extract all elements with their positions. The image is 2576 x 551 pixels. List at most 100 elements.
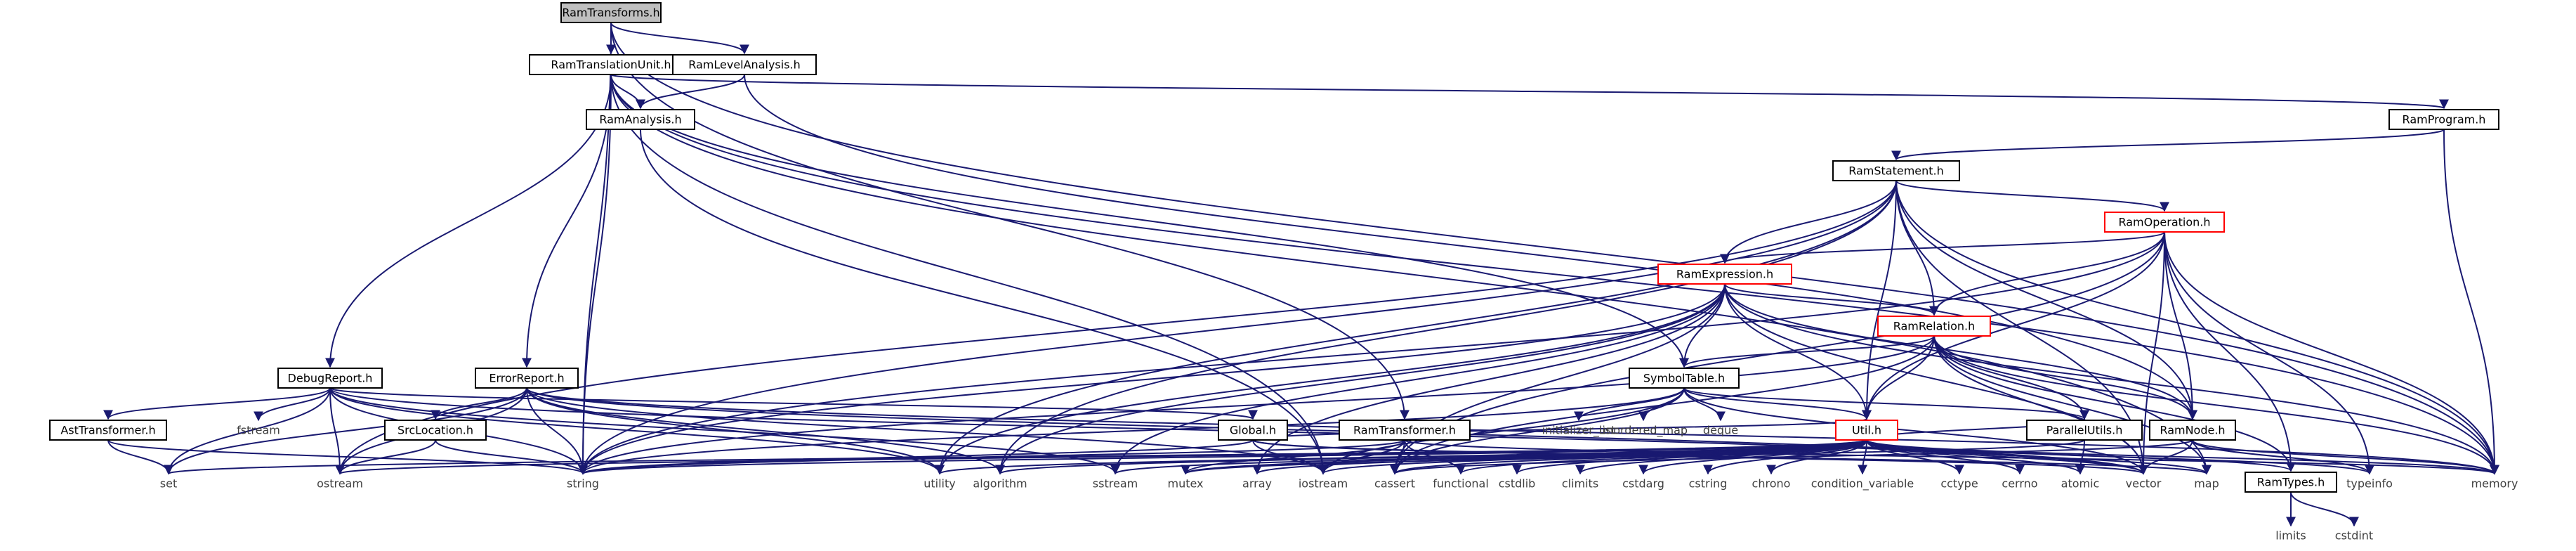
edge-ramtranslationunit-to-iostream	[610, 74, 1328, 475]
file-node-errorreport[interactable]: ErrorReport.h	[475, 368, 579, 389]
file-node-ramtransformer[interactable]: RamTransformer.h	[1339, 420, 1471, 441]
file-node-ramrelation[interactable]: RamRelation.h	[1877, 316, 1991, 337]
file-node-box	[2149, 420, 2236, 441]
file-node-ramexpression[interactable]: RamExpression.h	[1657, 264, 1792, 285]
header-node-vector: vector	[2126, 477, 2162, 491]
edge-ramexpression-to-ramnode	[1724, 283, 2197, 420]
file-node-ramtypes[interactable]: RamTypes.h	[2245, 472, 2337, 493]
edge-ramexpression-to-string	[578, 283, 1726, 475]
header-node-cstdlib: cstdlib	[1499, 477, 1536, 491]
edge-ramtransforms-to-ramlevelanalysis	[610, 22, 749, 55]
node-label: DebugReport.h	[288, 372, 373, 385]
file-node-asttransformer[interactable]: AstTransformer.h	[49, 420, 167, 441]
file-node-symboltable[interactable]: SymbolTable.h	[1629, 368, 1740, 389]
node-label: RamTransforms.h	[562, 6, 659, 20]
node-label: Global.h	[1230, 424, 1276, 437]
edge-util-to-cstdarg	[1638, 439, 1867, 475]
file-node-box	[475, 368, 579, 389]
edge-ramexpression-to-memory	[1724, 283, 2499, 475]
edge-global-to-util	[1252, 417, 1872, 441]
edge-ramtransformer-to-mutex	[1181, 439, 1405, 475]
header-node-map: map	[2194, 477, 2219, 491]
header-node-cctype: cctype	[1940, 477, 1978, 491]
edge-ramnode-to-vector	[2138, 439, 2193, 475]
edge-ramexpression-to-ramrelation	[1724, 283, 1939, 316]
node-label: RamExpression.h	[1676, 268, 1773, 281]
edge-util-to-cerrno	[1866, 439, 2025, 475]
file-node-ramoperation[interactable]: RamOperation.h	[2104, 212, 2225, 233]
edge-ramrelation-to-string	[578, 335, 1935, 475]
edge-ramnode-to-cassert	[1390, 439, 2193, 475]
file-node-ramnode[interactable]: RamNode.h	[2149, 420, 2236, 441]
edge-debugreport-to-ostream	[329, 387, 345, 475]
file-node-parallelutils[interactable]: ParallelUtils.h	[2026, 420, 2143, 441]
node-label: deque	[1703, 424, 1738, 437]
file-node-srclocation[interactable]: SrcLocation.h	[384, 420, 487, 441]
edge-ramstatement-to-ramoperation	[1895, 180, 2169, 212]
header-node-cstdint: cstdint	[2335, 529, 2373, 543]
file-node-global[interactable]: Global.h	[1218, 420, 1288, 441]
edge-ramoperation-to-ramtypes	[2164, 231, 2296, 472]
edge-ramtransforms-to-ramtransformer	[610, 22, 1409, 420]
file-node-box	[1218, 420, 1288, 441]
file-node-box	[1657, 264, 1792, 285]
header-node-iostream: iostream	[1299, 477, 1348, 491]
edge-ramstatement-to-util	[1862, 180, 1897, 420]
node-label: cstdlib	[1499, 477, 1536, 491]
file-node-ramtransforms[interactable]: RamTransforms.h	[560, 2, 662, 23]
edge-ramtranslationunit-to-memory	[610, 74, 2499, 475]
file-node-box	[1832, 160, 1960, 181]
file-node-ramlevelanalysis[interactable]: RamLevelAnalysis.h	[672, 54, 817, 75]
header-node-chrono: chrono	[1752, 477, 1791, 491]
file-node-box	[529, 54, 693, 75]
file-node-box	[49, 420, 167, 441]
edge-ramexpression-to-sstream	[1110, 283, 1726, 475]
node-label: vector	[2126, 477, 2162, 491]
edge-ramstatement-to-algorithm	[995, 180, 1897, 475]
node-label: functional	[1433, 477, 1489, 491]
file-node-box	[1877, 316, 1991, 337]
node-label: iostream	[1299, 477, 1348, 491]
edge-ramanalysis-to-iostream	[640, 129, 1328, 475]
header-node-cassert: cassert	[1374, 477, 1415, 491]
edge-ramstatement-to-vector	[1895, 180, 2148, 475]
header-node-algorithm: algorithm	[973, 477, 1027, 491]
edge-ramrelation-to-parallelutils	[1933, 335, 2089, 420]
file-node-box	[586, 109, 695, 130]
edge-ramnode-to-memory	[2192, 439, 2499, 475]
node-label: sstream	[1093, 477, 1138, 491]
file-node-ramanalysis[interactable]: RamAnalysis.h	[586, 109, 695, 130]
node-label: algorithm	[973, 477, 1027, 491]
edge-ramrelation-to-util	[1862, 335, 1935, 420]
edge-symboltable-to-string	[578, 387, 1685, 475]
file-node-box	[2388, 109, 2499, 130]
file-node-ramstatement[interactable]: RamStatement.h	[1832, 160, 1960, 181]
file-node-debugreport[interactable]: DebugReport.h	[277, 368, 383, 389]
edge-ramoperation-to-memory	[2164, 231, 2499, 475]
node-label: RamStatement.h	[1848, 164, 1944, 178]
file-node-ramprogram[interactable]: RamProgram.h	[2388, 109, 2499, 130]
edge-ramstatement-to-ramnode	[1895, 180, 2197, 420]
edge-ramrelation-to-vector	[1933, 335, 2148, 475]
node-label: condition_variable	[1811, 477, 1914, 491]
file-node-box	[277, 368, 383, 389]
edge-ramexpression-to-algorithm	[995, 283, 1726, 475]
edge-asttransformer-to-string	[107, 439, 588, 475]
file-node-util[interactable]: Util.h	[1835, 420, 1898, 441]
edge-debugreport-to-fstream	[254, 387, 331, 422]
node-label: climits	[1562, 477, 1598, 491]
node-label: map	[2194, 477, 2219, 491]
node-label: cctype	[1940, 477, 1978, 491]
header-node-deque: deque	[1703, 424, 1738, 437]
file-node-ramtranslationunit[interactable]: RamTranslationUnit.h	[529, 54, 693, 75]
node-label: SrcLocation.h	[397, 424, 473, 437]
node-label: RamTranslationUnit.h	[551, 58, 671, 72]
node-label: atomic	[2061, 477, 2100, 491]
edge-ramnode-to-typeinfo	[2192, 439, 2374, 475]
node-label: ErrorReport.h	[489, 372, 564, 385]
header-node-unordered-map: unordered_map	[1599, 424, 1688, 438]
header-node-cerrno: cerrno	[2002, 477, 2037, 491]
node-label: RamNode.h	[2160, 424, 2225, 437]
file-node-box	[1835, 420, 1898, 441]
